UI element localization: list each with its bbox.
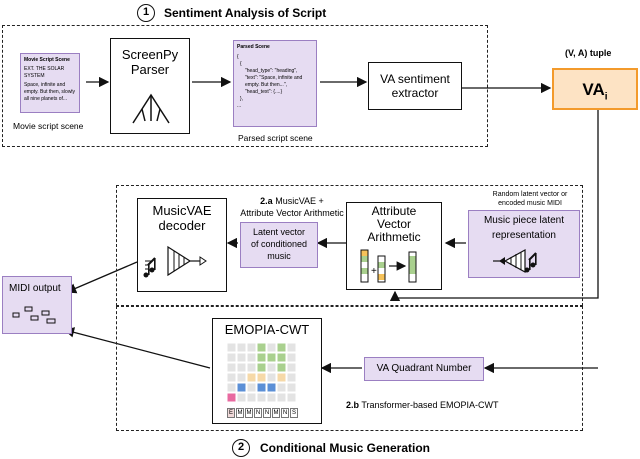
- parsed-line-2: {: [240, 61, 242, 67]
- section-2-number: 2: [232, 439, 250, 457]
- attr-line3: Arithmetic: [367, 230, 421, 244]
- va-tuple-box: VAi: [552, 68, 638, 110]
- section-1-number: 1: [137, 4, 155, 22]
- decoder-icon: [143, 245, 207, 278]
- parsed-line-4: "text": "Space, infinite and empty. But …: [245, 75, 303, 88]
- parsed-line-6: },: [240, 96, 244, 102]
- script-card-line1: EXT. THE SOLAR SYSTEM: [24, 66, 65, 79]
- token-4: N: [263, 408, 271, 418]
- piano-roll-icon: [12, 306, 56, 324]
- movie-script-card: Movie Script Scene EXT. THE SOLAR SYSTEM…: [20, 53, 80, 113]
- music-latent-line2: representation: [492, 230, 556, 241]
- parsed-line-3: "head_type": "heading",: [245, 68, 298, 74]
- token-0: E: [227, 408, 235, 418]
- parsed-line-7: ...: [237, 103, 242, 109]
- token-2: M: [245, 408, 253, 418]
- parser-line1: ScreenPy: [121, 47, 179, 62]
- subsection-2b-tag: 2.b: [346, 400, 360, 410]
- parsed-card-heading: Parsed Scene: [237, 44, 270, 50]
- section-2a-frame: [116, 185, 583, 306]
- random-latent-line2: encoded music MIDI: [498, 200, 562, 207]
- subsection-2b-label: 2.b Transformer-based EMOPIA-CWT: [346, 400, 499, 410]
- token-1: M: [236, 408, 244, 418]
- emopia-title: EMOPIA-CWT: [224, 322, 310, 337]
- latent-cond-line1: Latent vector: [252, 227, 306, 237]
- midi-output-label: MIDI output: [9, 283, 61, 294]
- latent-conditioned-box: Latent vector of conditioned music: [240, 222, 318, 268]
- va-quadrant-label: VA Quadrant Number: [376, 363, 472, 374]
- vector-addition-icon: +: [360, 249, 417, 283]
- section-2b-frame: [116, 306, 583, 431]
- va-tuple-label: (V, A) tuple: [565, 48, 612, 58]
- subsection-2a-tag: 2.a: [260, 196, 273, 206]
- movie-script-caption: Movie script scene: [13, 121, 84, 131]
- parsed-line-1: {: [237, 54, 239, 60]
- decoder-line2: decoder: [158, 218, 206, 233]
- random-latent-label: Random latent vector or encoded music MI…: [468, 190, 592, 208]
- section-2-title: Conditional Music Generation: [260, 441, 431, 455]
- section-1-frame: [2, 25, 488, 147]
- subsection-2a-line2: Attribute Vector Arithmetic: [240, 208, 344, 218]
- parsed-line-5: "head_text": {....}: [245, 89, 283, 95]
- token-row: E M M N N M N S: [227, 408, 298, 418]
- parsed-scene-card: Parsed Scene { { "head_type": "heading",…: [233, 40, 317, 127]
- random-latent-line1: Random latent vector or: [492, 191, 568, 198]
- attribute-vector-arithmetic-box: Attribute Vector Arithmetic +: [346, 202, 442, 290]
- parse-tree-icon: [132, 93, 170, 124]
- attr-line2: Vector: [376, 217, 412, 231]
- extractor-line2: extractor: [391, 86, 439, 100]
- attr-line1: Attribute: [371, 204, 417, 218]
- va-quadrant-box: VA Quadrant Number: [364, 357, 484, 381]
- token-3: N: [254, 408, 262, 418]
- subsection-2a-line1: MusicVAE +: [275, 196, 324, 206]
- music-latent-line1: Music piece latent: [483, 215, 565, 226]
- subsection-2a-label: 2.a MusicVAE + Attribute Vector Arithmet…: [222, 195, 362, 219]
- decoder-line1: MusicVAE: [152, 203, 212, 218]
- musicvae-decoder-box: MusicVAE decoder: [137, 198, 227, 292]
- token-grid-icon: [227, 343, 297, 403]
- token-6: N: [281, 408, 289, 418]
- music-latent-box: Music piece latent representation: [468, 210, 580, 278]
- section-1-title: Sentiment Analysis of Script: [164, 6, 327, 20]
- subsection-2b-text: Transformer-based EMOPIA-CWT: [361, 400, 499, 410]
- screenpy-parser-box: ScreenPy Parser: [110, 38, 190, 134]
- script-card-heading: Movie Script Scene: [24, 57, 70, 63]
- token-5: M: [272, 408, 280, 418]
- script-card-line2: Space, infinite and empty. But then, slo…: [24, 82, 76, 102]
- parsed-scene-caption: Parsed script scene: [238, 133, 313, 143]
- emopia-cwt-box: EMOPIA-CWT E M M N N M N S: [212, 318, 322, 424]
- extractor-line1: VA sentiment: [380, 72, 450, 86]
- va-sentiment-extractor-box: VA sentiment extractor: [368, 62, 462, 110]
- latent-cond-line2: of conditioned: [250, 239, 308, 249]
- latent-cond-line3: music: [267, 251, 291, 261]
- va-main: VA: [582, 80, 605, 99]
- va-sub: i: [604, 91, 608, 103]
- token-7: S: [290, 408, 298, 418]
- midi-output-box: MIDI output: [2, 276, 72, 334]
- encoder-icon: [493, 248, 537, 274]
- svg-text:+: +: [371, 266, 377, 277]
- parser-line2: Parser: [130, 62, 170, 77]
